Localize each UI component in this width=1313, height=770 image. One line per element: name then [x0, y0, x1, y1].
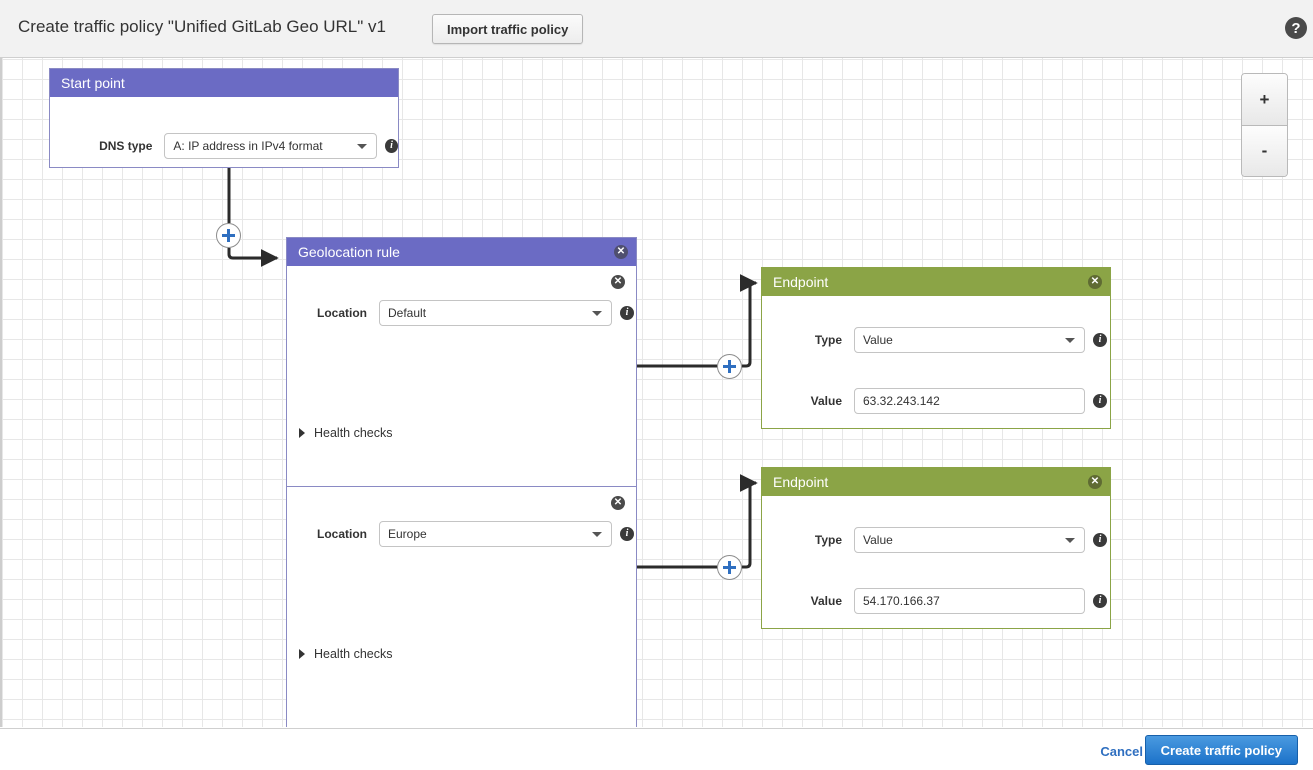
endpoint-1-value-text: 63.32.243.142	[863, 394, 940, 408]
start-point-body: DNS type A: IP address in IPv4 format i	[50, 97, 398, 168]
endpoint-2-type-select[interactable]: Value	[854, 527, 1085, 553]
chevron-right-icon	[299, 649, 305, 659]
chevron-right-icon	[299, 428, 305, 438]
cancel-button[interactable]: Cancel	[1100, 744, 1143, 759]
endpoint-2-header: Endpoint ✕	[762, 468, 1110, 496]
footer-action-bar: Cancel Create traffic policy	[0, 728, 1313, 770]
location-2-value: Europe	[388, 527, 427, 541]
start-point-title: Start point	[61, 75, 125, 91]
add-node-before-endpoint-2-button[interactable]	[717, 555, 742, 580]
location-1-info-icon[interactable]: i	[620, 306, 634, 320]
health-checks-2-toggle[interactable]: Health checks	[299, 647, 393, 661]
start-point-node[interactable]: Start point DNS type A: IP address in IP…	[49, 68, 399, 168]
endpoint-1-header: Endpoint ✕	[762, 268, 1110, 296]
endpoint-node-1[interactable]: Endpoint ✕ Type Value i Value 63.32.243.…	[761, 267, 1111, 429]
location-1-value: Default	[388, 306, 427, 320]
endpoint-2-title: Endpoint	[773, 474, 829, 490]
canvas-zoom-controls[interactable]: + -	[1241, 73, 1288, 177]
health-checks-1-label: Health checks	[314, 426, 393, 440]
dns-type-info-icon[interactable]: i	[384, 139, 398, 153]
page-title: Create traffic policy "Unified GitLab Ge…	[18, 17, 386, 36]
geolocation-rule-node[interactable]: Geolocation rule ✕ ✕ Location Default i …	[286, 237, 637, 727]
endpoint-1-value-input[interactable]: 63.32.243.142	[854, 388, 1085, 414]
endpoint-1-title: Endpoint	[773, 274, 829, 290]
start-point-header: Start point	[50, 69, 398, 97]
geo-location-section-1: ✕ Location Default i Health checks	[287, 266, 636, 487]
dns-type-value: A: IP address in IPv4 format	[173, 139, 323, 153]
endpoint-1-type-label: Type	[814, 333, 842, 347]
remove-rule-icon[interactable]: ✕	[614, 245, 628, 259]
add-node-before-endpoint-1-button[interactable]	[717, 354, 742, 379]
connector-lines	[227, 168, 758, 569]
endpoint-1-body: Type Value i Value 63.32.243.142 i	[762, 296, 1110, 429]
endpoint-1-type-info-icon[interactable]: i	[1093, 333, 1107, 347]
location-1-label: Location	[317, 306, 367, 320]
dns-type-select[interactable]: A: IP address in IPv4 format	[164, 133, 377, 159]
endpoint-2-type-value: Value	[863, 533, 893, 547]
endpoint-1-value-label: Value	[810, 394, 842, 408]
endpoint-2-value-text: 54.170.166.37	[863, 594, 940, 608]
top-bar: Create traffic policy "Unified GitLab Ge…	[0, 0, 1313, 58]
remove-endpoint-2-icon[interactable]: ✕	[1088, 475, 1102, 489]
remove-endpoint-1-icon[interactable]: ✕	[1088, 275, 1102, 289]
add-node-after-start-point-button[interactable]	[216, 223, 241, 248]
remove-location-1-icon[interactable]: ✕	[611, 275, 625, 289]
endpoint-2-type-info-icon[interactable]: i	[1093, 533, 1107, 547]
endpoint-2-value-input[interactable]: 54.170.166.37	[854, 588, 1085, 614]
chevron-down-icon	[592, 311, 602, 316]
endpoint-2-body: Type Value i Value 54.170.166.37 i	[762, 496, 1110, 629]
geolocation-rule-header: Geolocation rule ✕	[287, 238, 636, 266]
import-traffic-policy-button[interactable]: Import traffic policy	[432, 14, 584, 44]
chevron-down-icon	[356, 144, 367, 149]
endpoint-2-value-info-icon[interactable]: i	[1093, 594, 1107, 608]
zoom-in-button[interactable]: +	[1242, 74, 1287, 125]
geolocation-rule-title: Geolocation rule	[298, 244, 400, 260]
location-2-label: Location	[317, 527, 367, 541]
zoom-out-button[interactable]: -	[1242, 125, 1287, 176]
health-checks-1-toggle[interactable]: Health checks	[299, 426, 393, 440]
endpoint-1-value-info-icon[interactable]: i	[1093, 394, 1107, 408]
location-2-info-icon[interactable]: i	[620, 527, 634, 541]
health-checks-2-label: Health checks	[314, 647, 393, 661]
help-icon[interactable]: ?	[1285, 17, 1307, 39]
location-1-select[interactable]: Default	[379, 300, 612, 326]
endpoint-2-value-label: Value	[810, 594, 842, 608]
endpoint-node-2[interactable]: Endpoint ✕ Type Value i Value 54.170.166…	[761, 467, 1111, 629]
endpoint-1-type-select[interactable]: Value	[854, 327, 1085, 353]
create-traffic-policy-button[interactable]: Create traffic policy	[1144, 735, 1298, 765]
endpoint-2-type-label: Type	[814, 533, 842, 547]
policy-canvas[interactable]: Start point DNS type A: IP address in IP…	[0, 58, 1313, 727]
endpoint-1-type-value: Value	[863, 333, 893, 347]
chevron-down-icon	[592, 532, 602, 537]
dns-type-label: DNS type	[99, 139, 153, 153]
remove-location-2-icon[interactable]: ✕	[611, 496, 625, 510]
chevron-down-icon	[1065, 538, 1075, 543]
geo-location-section-2: ✕ Location Europe i Health checks	[287, 487, 636, 727]
location-2-select[interactable]: Europe	[379, 521, 612, 547]
chevron-down-icon	[1065, 338, 1075, 343]
